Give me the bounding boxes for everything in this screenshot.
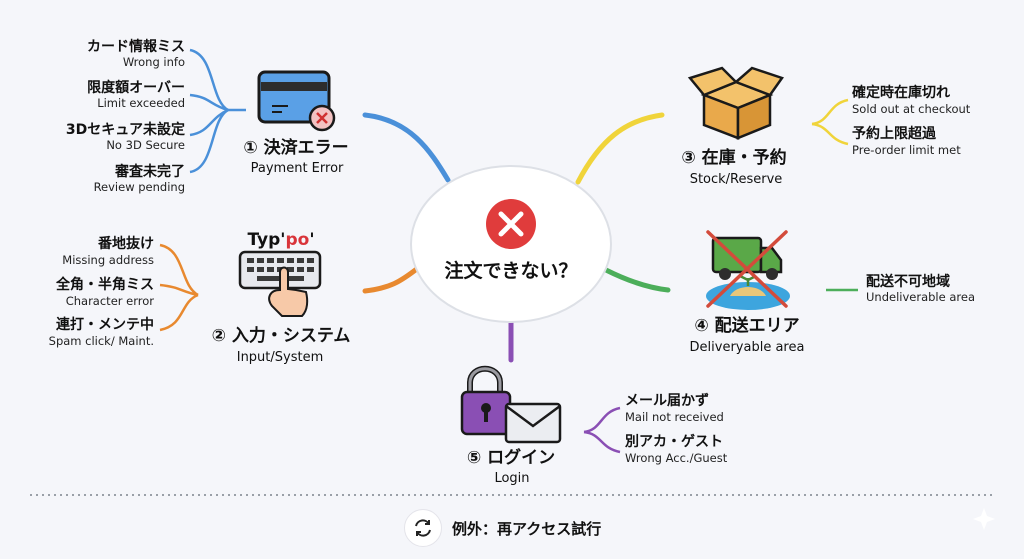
brace-payment: [189, 48, 246, 174]
refresh-icon: [404, 509, 442, 547]
stock-item-1-en: Sold out at checkout: [852, 102, 971, 116]
payment-item-1-en: Wrong info: [122, 55, 185, 69]
stock-subtitle: Stock/Reserve: [689, 172, 783, 187]
retry-note: 例外：再アクセス試行: [404, 508, 601, 548]
center-label: 注文できない？: [444, 260, 578, 282]
delivery-subtitle: Deliveryable area: [689, 340, 805, 355]
error-x-icon: [486, 199, 536, 249]
input-item-3-en: Spam click/ Maint.: [48, 334, 154, 348]
typo-label: Typ'po': [247, 230, 315, 250]
input-item-2-jp: 全角・半角ミス: [56, 277, 154, 293]
payment-subtitle: Payment Error: [250, 161, 344, 176]
input-title: ② 入力・システム: [211, 326, 351, 346]
payment-title: ① 決済エラー: [243, 138, 349, 158]
sparkle-icon: [973, 508, 995, 530]
input-subtitle: Input/System: [236, 350, 324, 365]
stock-title: ③ 在庫・予約: [681, 148, 787, 168]
login-title: ⑤ ログイン: [466, 448, 556, 468]
connector-stock: [575, 112, 665, 185]
brace-stock: [811, 98, 849, 146]
retry-label: 例外：再アクセス試行: [452, 519, 602, 538]
input-item-3-jp: 連打・メンテ中: [56, 317, 154, 333]
connector-delivery: [603, 267, 671, 293]
connector-payment: [362, 112, 451, 183]
login-item-2-jp: 別アカ・ゲスト: [625, 434, 723, 450]
credit-card-icon: [257, 70, 336, 132]
payment-item-1-jp: カード情報ミス: [87, 39, 185, 55]
login-item-1-jp: メール届かず: [625, 393, 709, 409]
stock-item-1-jp: 確定時在庫切れ: [852, 85, 950, 101]
stock-item-2-jp: 予約上限超過: [852, 126, 936, 142]
login-item-2-en: Wrong Acc./Guest: [625, 451, 728, 465]
input-item-1-en: Missing address: [62, 253, 154, 267]
payment-item-3-jp: 3Dセキュア未設定: [65, 122, 185, 138]
envelope-icon: [504, 402, 562, 444]
brace-login: [583, 406, 621, 454]
login-subtitle: Login: [494, 471, 530, 486]
delivery-item-1-en: Undeliverable area: [866, 290, 975, 304]
stock-item-2-en: Pre-order limit met: [852, 143, 961, 157]
pointing-hand-icon: [268, 266, 309, 317]
cardboard-box-icon: [687, 66, 784, 140]
payment-item-4-en: Review pending: [93, 180, 185, 194]
payment-item-2-en: Limit exceeded: [97, 96, 185, 110]
payment-item-2-jp: 限度額オーバー: [87, 80, 185, 96]
login-item-1-en: Mail not received: [625, 410, 724, 424]
cross-out-icon: [706, 230, 788, 308]
brace-input: [159, 243, 199, 332]
connector-input: [362, 265, 421, 294]
delivery-item-1-jp: 配送不可地域: [866, 274, 950, 290]
input-item-2-en: Character error: [65, 294, 154, 308]
input-item-1-jp: 番地抜け: [98, 236, 154, 252]
padlock-icon: [460, 365, 512, 436]
payment-item-3-en: No 3D Secure: [106, 138, 185, 152]
payment-item-4-jp: 審査未完了: [115, 164, 185, 180]
delivery-title: ④ 配送エリア: [694, 316, 800, 336]
